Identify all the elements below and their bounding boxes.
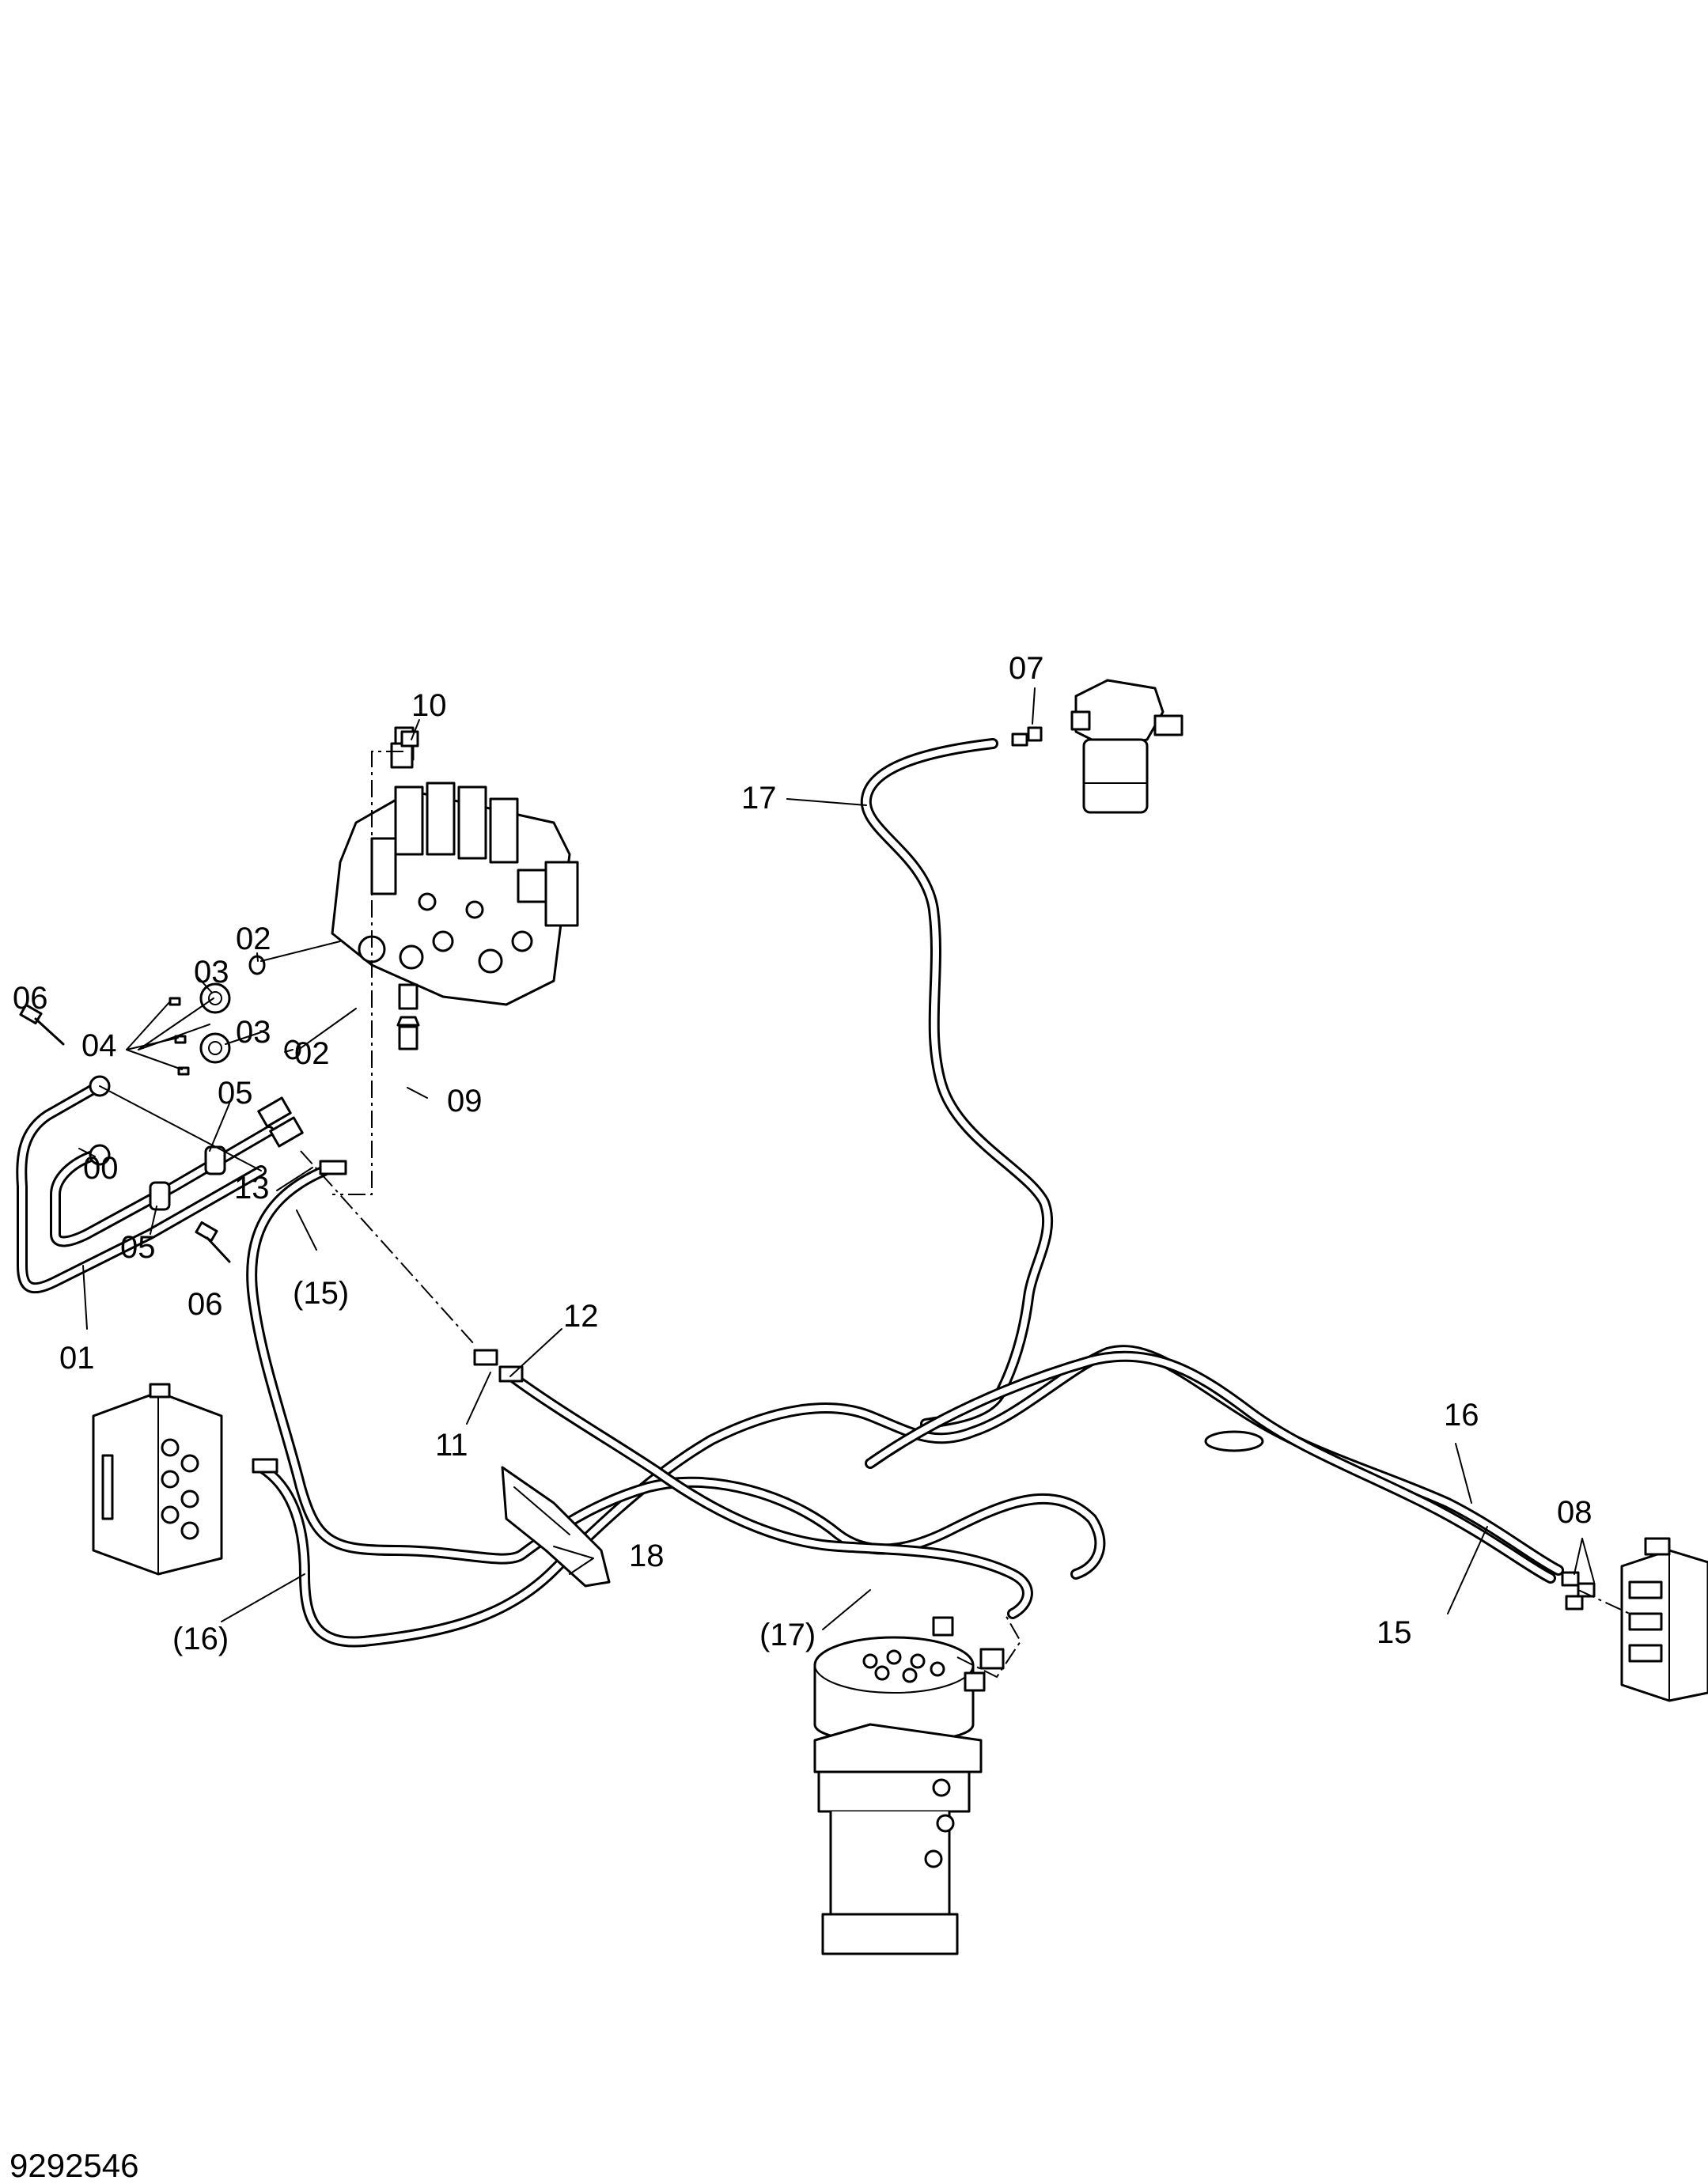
callout-17-paren: (17): [759, 1618, 816, 1652]
callout-00: 00: [83, 1151, 119, 1186]
callout-05-lower: 05: [120, 1230, 156, 1265]
fittings-08: [1561, 1571, 1596, 1611]
center-joint: [813, 1636, 983, 1955]
callout-13: 13: [234, 1171, 270, 1206]
callout-17: 17: [741, 781, 777, 816]
fitting-09: [396, 1016, 420, 1050]
hose-16: [256, 1345, 1564, 1648]
callout-03-upper: 03: [194, 955, 229, 990]
callout-07: 07: [1009, 651, 1044, 686]
callout-06-upper: 06: [13, 981, 48, 1016]
callout-16-paren: (16): [172, 1622, 229, 1656]
callout-01: 01: [59, 1341, 95, 1376]
hose-17: [860, 738, 1054, 1429]
callout-02-upper: 02: [236, 922, 271, 956]
callout-15: 15: [1377, 1615, 1412, 1650]
hose-12: [501, 1367, 1033, 1619]
callout-12: 12: [563, 1299, 599, 1334]
center-joint-fittings: [932, 1616, 1005, 1692]
pilot-valve-right: [1620, 1537, 1708, 1702]
callout-02-lower: 02: [294, 1036, 330, 1071]
hose-15: [246, 1165, 1106, 1580]
callout-labels: 10 07 17 02 03 06 04 03 02 09 05 00 13 0…: [13, 651, 1592, 1656]
hose-loop: [1204, 1430, 1264, 1452]
callout-15-paren: (15): [293, 1276, 349, 1311]
callout-16: 16: [1444, 1398, 1479, 1433]
pipe-01: [16, 1078, 275, 1294]
callout-11: 11: [435, 1428, 468, 1463]
pilot-valve-left: [92, 1383, 223, 1576]
callout-04: 04: [81, 1028, 117, 1063]
bracket-18: [501, 1466, 611, 1588]
document-id: 9292546: [9, 2147, 139, 2184]
filter-assembly: [1070, 679, 1183, 814]
main-control-valve: [331, 726, 579, 1010]
fitting-07: [1011, 726, 1043, 747]
callout-03-lower: 03: [236, 1015, 271, 1050]
callout-08: 08: [1557, 1495, 1592, 1530]
hose-right-run: [865, 1350, 1556, 1584]
leader-lines: [78, 687, 1630, 1679]
callout-10: 10: [411, 688, 447, 723]
callout-09: 09: [447, 1084, 483, 1118]
callout-06-lower: 06: [187, 1287, 223, 1322]
callout-18: 18: [629, 1539, 665, 1573]
callout-05-upper: 05: [218, 1076, 253, 1111]
